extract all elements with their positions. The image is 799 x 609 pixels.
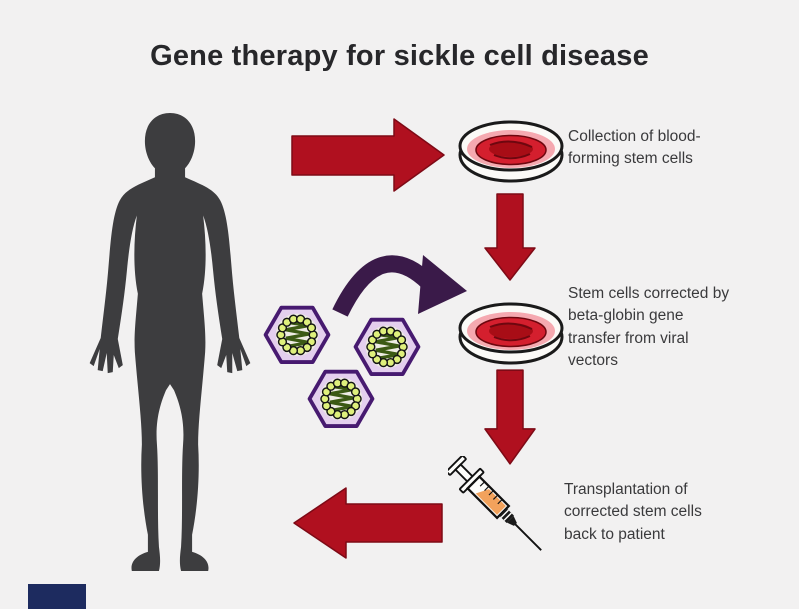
- viral-vector-icon: [353, 317, 421, 376]
- arrow-down-icon: [484, 369, 536, 465]
- viral-vector-icon: [307, 369, 375, 428]
- label-collection: Collection of blood-forming stem cells: [568, 128, 701, 168]
- arrow-right-icon: [291, 118, 445, 192]
- viral-vector-icon: [263, 305, 331, 364]
- syringe-icon: [448, 456, 542, 551]
- patient-body-icon: [89, 113, 251, 571]
- petri-dish-icon: [458, 120, 564, 183]
- logo-block: [28, 584, 86, 609]
- gene-transfer-arrow-icon: [332, 255, 467, 317]
- petri-dish-icon: [458, 302, 564, 365]
- arrow-left-icon: [293, 487, 443, 559]
- label-transplant: Transplantation of corrected stem cells …: [564, 481, 702, 543]
- page-title: Gene therapy for sickle cell disease: [150, 40, 649, 72]
- arrow-down-icon: [484, 193, 536, 281]
- label-correction: Stem cells corrected by beta-globin gene…: [568, 285, 730, 370]
